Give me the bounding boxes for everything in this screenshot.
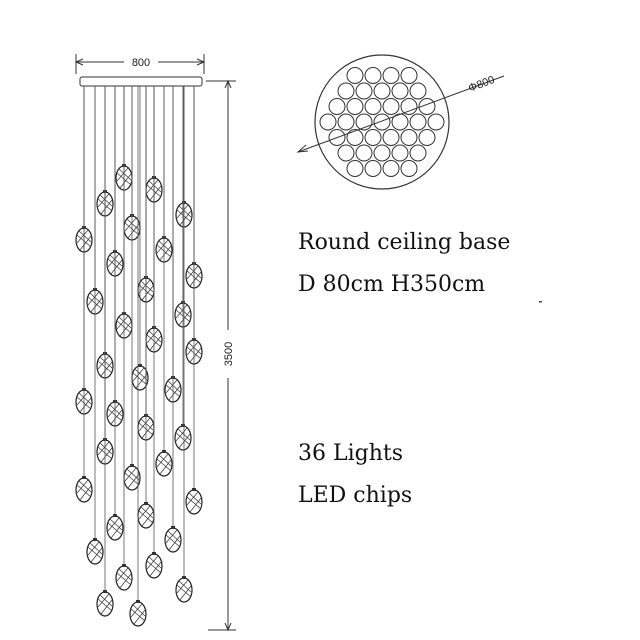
base-bulb <box>400 129 418 146</box>
pendant-globe <box>175 576 193 603</box>
base-bulb <box>391 144 409 162</box>
spec-dimensions: D 80cm H350cm <box>298 272 486 297</box>
base-bulb <box>382 67 400 84</box>
pendant-globe <box>164 526 182 553</box>
base-bulb <box>346 98 364 115</box>
base-bulb <box>382 98 400 115</box>
pendant-lights <box>75 86 203 627</box>
base-bulb <box>337 144 355 162</box>
width-dimension <box>74 54 206 74</box>
base-bulb <box>364 129 382 146</box>
base-bulb <box>346 129 364 146</box>
base-bulb <box>355 82 373 100</box>
height-dimension-label: 3500 <box>223 342 235 366</box>
pendant-globe <box>106 514 124 541</box>
base-bulb <box>400 98 418 115</box>
width-dimension-label: 800 <box>132 57 150 69</box>
spec-chip-type: LED chips <box>298 483 413 508</box>
pendant-globe <box>185 488 203 515</box>
base-bulb <box>382 160 400 177</box>
base-bulb <box>364 67 382 84</box>
pendant-globe <box>115 564 133 591</box>
base-bulb <box>427 113 445 131</box>
base-bulb <box>409 113 427 131</box>
base-bulb <box>400 160 418 177</box>
speck <box>539 301 542 303</box>
base-bulb <box>337 82 355 100</box>
base-bulb <box>337 113 355 131</box>
base-bulb <box>346 67 364 84</box>
pendant-globe <box>174 424 192 451</box>
pendant-globe <box>131 364 149 391</box>
base-bulb <box>373 113 391 131</box>
pendant-globe <box>155 450 173 477</box>
base-bulb <box>319 113 337 131</box>
pendant-globe <box>86 538 104 565</box>
base-bulb <box>364 98 382 115</box>
base-bulb <box>382 129 400 146</box>
base-bulb <box>400 67 418 84</box>
pendant-globe <box>75 476 93 503</box>
base-bulb <box>373 82 391 100</box>
spec-base-type: Round ceiling base <box>298 230 511 255</box>
base-bulb <box>409 82 427 100</box>
spec-light-count: 36 Lights <box>298 441 404 466</box>
base-diameter-line <box>296 75 505 153</box>
base-bulb <box>409 144 427 162</box>
base-bulb-grid <box>319 67 445 177</box>
base-bulb <box>373 144 391 162</box>
base-bulb <box>391 82 409 100</box>
pendant-globe <box>96 590 114 617</box>
base-bulb <box>346 160 364 177</box>
ceiling-canopy <box>79 76 203 87</box>
pendant-globe <box>129 600 147 627</box>
pendant-globe <box>137 502 155 529</box>
base-bulb <box>355 144 373 162</box>
base-bulb <box>328 98 346 115</box>
base-diameter-label: Φ800 <box>467 74 497 95</box>
base-bulb <box>418 129 436 146</box>
height-dimension <box>206 79 236 632</box>
pendant-globe <box>145 552 163 579</box>
base-bulb <box>364 160 382 177</box>
